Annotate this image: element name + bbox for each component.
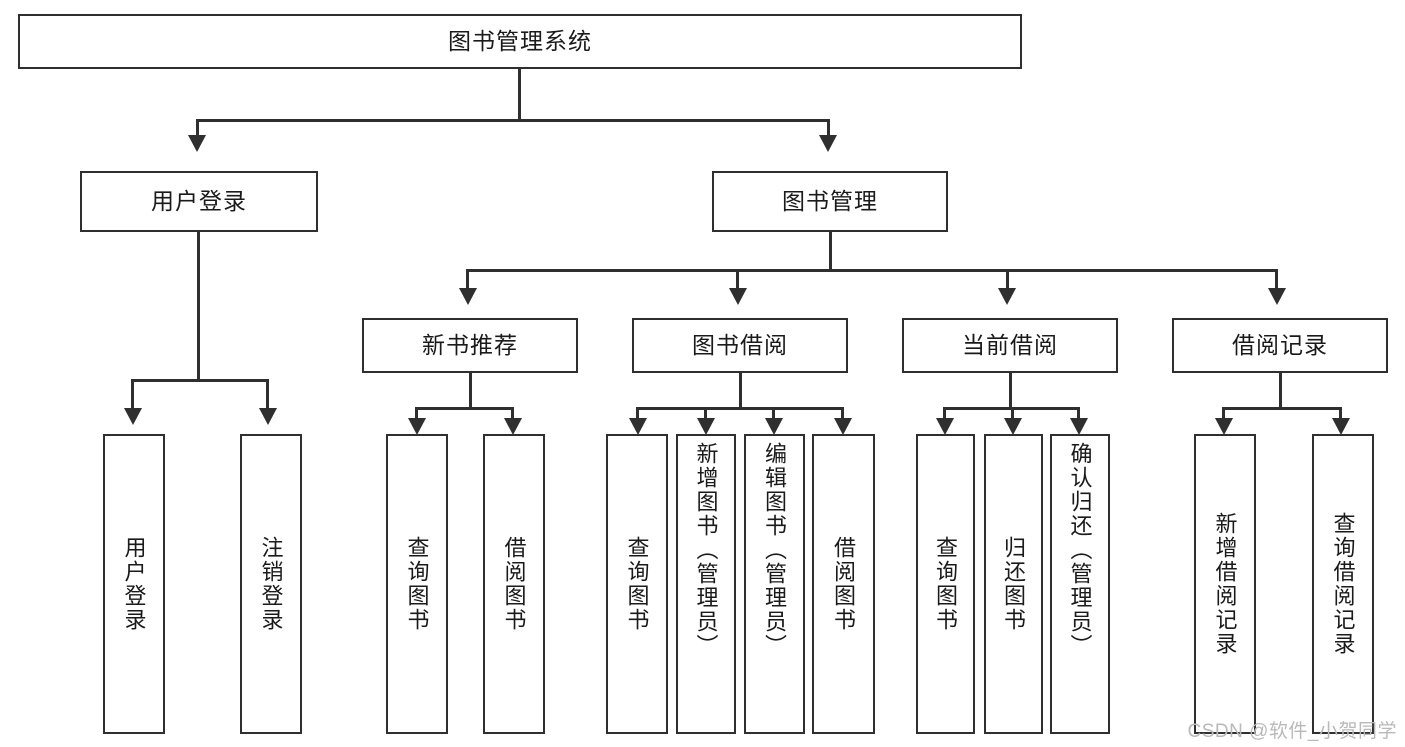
connector-br-bus <box>1222 407 1342 410</box>
arrowhead-cb-leaf-3 <box>1070 418 1088 435</box>
leaf-bb-add-book-admin[interactable]: 新增图书（管理员） <box>676 434 736 734</box>
connector-bm-drop-4 <box>1275 269 1278 289</box>
node-label: 图书借阅 <box>692 331 788 358</box>
connector-nbr-drop-2 <box>511 407 514 419</box>
connector-nbr-bus <box>415 407 514 410</box>
node-label: 用户登录 <box>151 187 247 214</box>
leaf-label: 借阅图书 <box>831 536 857 632</box>
node-book-borrow[interactable]: 图书借阅 <box>632 318 848 373</box>
leaf-nbr-query-book[interactable]: 查询图书 <box>386 434 448 734</box>
connector-root-bus <box>196 119 830 122</box>
node-borrow-record[interactable]: 借阅记录 <box>1172 318 1388 373</box>
connector-root-drop-left <box>196 119 199 137</box>
connector-cb-drop-1 <box>943 407 946 419</box>
leaf-label: 新增借阅记录 <box>1212 512 1238 656</box>
leaf-cb-confirm-return-admin[interactable]: 确认归还（管理员） <box>1050 434 1110 734</box>
arrowhead-bb-leaf-3 <box>765 418 783 435</box>
leaf-br-query-record[interactable]: 查询借阅记录 <box>1312 434 1374 734</box>
connector-br-stem <box>1279 373 1282 410</box>
node-label: 新书推荐 <box>422 331 518 358</box>
connector-user-login-bus <box>131 379 269 382</box>
leaf-label: 确认归还（管理员） <box>1067 442 1093 658</box>
watermark-text: CSDN @软件_小贺同学 <box>1187 721 1397 742</box>
arrowhead-cb-leaf-1 <box>936 418 954 435</box>
arrowhead-book-management <box>819 135 837 152</box>
connector-br-drop-2 <box>1339 407 1342 419</box>
leaf-nbr-borrow-book[interactable]: 借阅图书 <box>483 434 545 734</box>
arrowhead-nbr-leaf-2 <box>504 418 522 435</box>
arrowhead-br-leaf-1 <box>1215 418 1233 435</box>
arrowhead-nbr-leaf-1 <box>408 418 426 435</box>
leaf-bb-edit-book-admin[interactable]: 编辑图书（管理员） <box>744 434 805 734</box>
node-user-login[interactable]: 用户登录 <box>80 171 318 232</box>
node-root-book-management-system[interactable]: 图书管理系统 <box>18 14 1022 69</box>
arrowhead-leaf-user-login <box>124 408 142 425</box>
arrowhead-bb-leaf-2 <box>697 418 715 435</box>
leaf-label: 编辑图书（管理员） <box>762 442 788 658</box>
arrowhead-cb-leaf-2 <box>1004 418 1022 435</box>
node-label: 当前借阅 <box>962 331 1058 358</box>
connector-bb-drop-2 <box>704 407 707 419</box>
arrowhead-current-borrow <box>998 288 1016 305</box>
leaf-label: 查询借阅记录 <box>1330 512 1356 656</box>
arrowhead-bb-leaf-4 <box>834 418 852 435</box>
leaf-label: 用户登录 <box>121 536 147 632</box>
node-label: 图书管理系统 <box>448 27 592 54</box>
leaf-br-add-record[interactable]: 新增借阅记录 <box>1194 434 1256 734</box>
leaf-cb-return-book[interactable]: 归还图书 <box>984 434 1043 734</box>
connector-bb-drop-3 <box>772 407 775 419</box>
leaf-label: 借阅图书 <box>501 536 527 632</box>
connector-bm-drop-3 <box>1006 269 1009 289</box>
node-new-book-recommend[interactable]: 新书推荐 <box>362 318 578 373</box>
connector-book-management-stem <box>829 232 832 271</box>
connector-bm-drop-1 <box>466 269 469 289</box>
leaf-label: 查询图书 <box>933 536 959 632</box>
leaf-label: 注销登录 <box>258 536 284 632</box>
arrowhead-borrow-record <box>1268 288 1286 305</box>
connector-bb-drop-1 <box>636 407 639 419</box>
leaf-bb-borrow-book[interactable]: 借阅图书 <box>812 434 875 734</box>
leaf-user-login[interactable]: 用户登录 <box>103 434 165 734</box>
connector-nbr-drop-1 <box>415 407 418 419</box>
leaf-label: 查询图书 <box>624 536 650 632</box>
leaf-bb-query-book[interactable]: 查询图书 <box>606 434 668 734</box>
leaf-label: 新增图书（管理员） <box>693 442 719 658</box>
connector-bb-stem <box>739 373 742 410</box>
leaf-label: 查询图书 <box>404 536 430 632</box>
connector-book-management-bus <box>466 269 1278 272</box>
connector-br-drop-1 <box>1222 407 1225 419</box>
connector-cb-drop-3 <box>1077 407 1080 419</box>
connector-bb-drop-4 <box>841 407 844 419</box>
arrowhead-book-borrow <box>729 288 747 305</box>
node-label: 借阅记录 <box>1232 331 1328 358</box>
connector-user-login-drop-1 <box>131 379 134 409</box>
arrowhead-user-login <box>188 135 206 152</box>
node-current-borrow[interactable]: 当前借阅 <box>902 318 1118 373</box>
arrowhead-br-leaf-2 <box>1332 418 1350 435</box>
connector-root-stem <box>518 69 521 121</box>
connector-bb-bus <box>636 407 844 410</box>
connector-nbr-stem <box>469 373 472 410</box>
arrowhead-new-book-recommend <box>459 288 477 305</box>
connector-user-login-drop-2 <box>266 379 269 409</box>
leaf-label: 归还图书 <box>1001 536 1027 632</box>
arrowhead-bb-leaf-1 <box>629 418 647 435</box>
node-book-management[interactable]: 图书管理 <box>712 171 948 232</box>
connector-root-drop-right <box>827 119 830 137</box>
connector-user-login-stem <box>197 232 200 382</box>
node-label: 图书管理 <box>782 187 878 214</box>
arrowhead-leaf-logout <box>259 408 277 425</box>
connector-cb-drop-2 <box>1011 407 1014 419</box>
connector-bm-drop-2 <box>736 269 739 289</box>
leaf-cb-query-book[interactable]: 查询图书 <box>916 434 975 734</box>
leaf-logout[interactable]: 注销登录 <box>240 434 302 734</box>
connector-cb-stem <box>1009 373 1012 410</box>
